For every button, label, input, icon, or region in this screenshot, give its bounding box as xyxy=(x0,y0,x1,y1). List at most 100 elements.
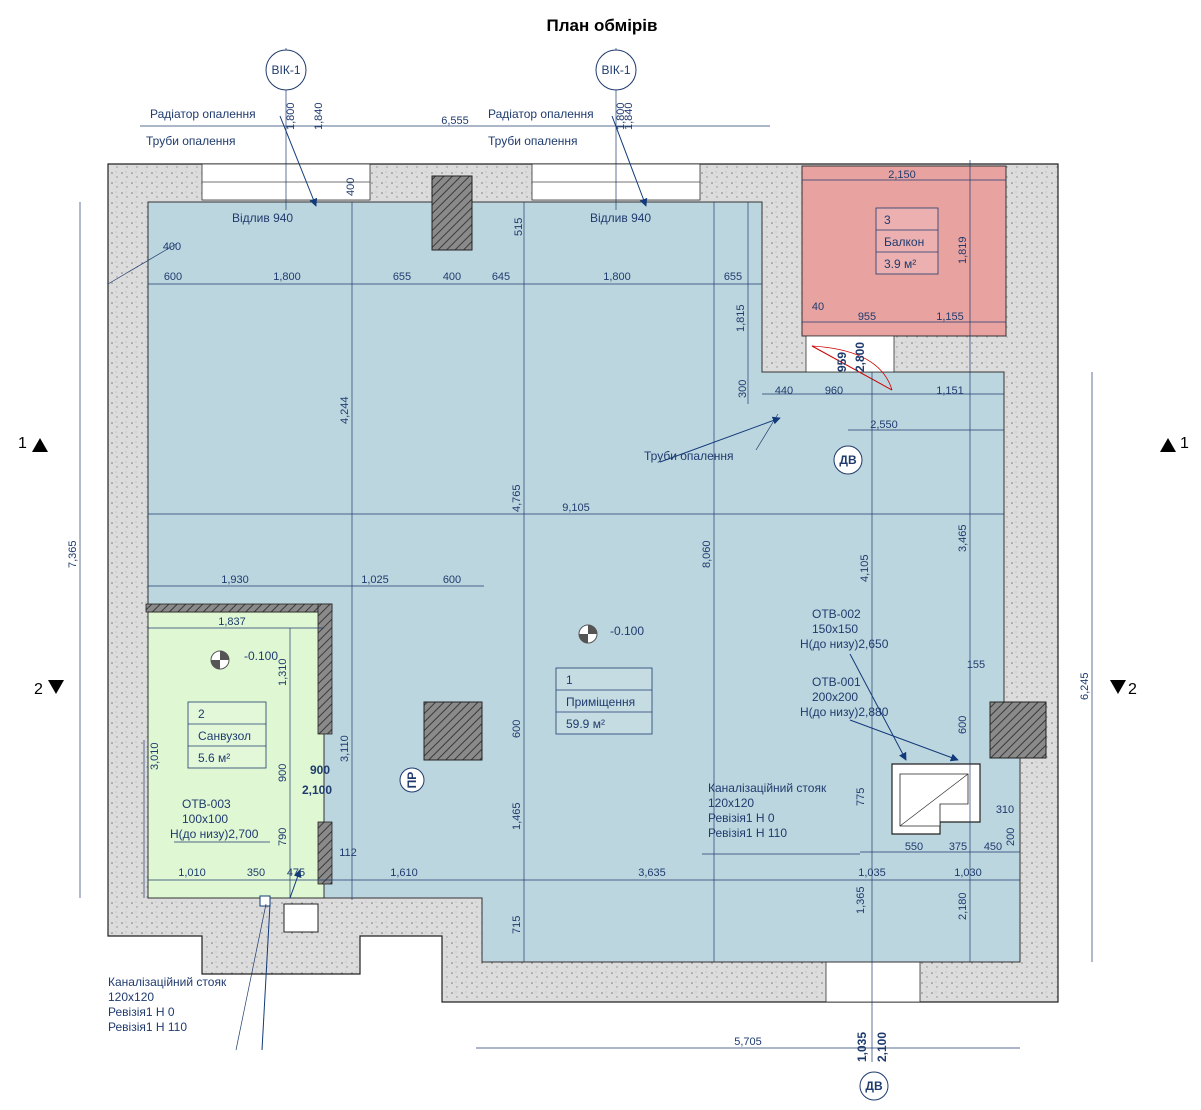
svg-text:2,150: 2,150 xyxy=(888,169,916,181)
door-tag-entry[interactable]: ДВ xyxy=(859,1071,889,1101)
svg-text:4,105: 4,105 xyxy=(859,554,871,582)
svg-text:9,105: 9,105 xyxy=(562,502,590,514)
svg-text:1,465: 1,465 xyxy=(511,802,523,830)
svg-text:155: 155 xyxy=(967,659,985,671)
svg-text:1,930: 1,930 xyxy=(221,574,249,586)
svg-text:40: 40 xyxy=(812,301,824,313)
svg-text:ВІК-1: ВІК-1 xyxy=(272,63,301,77)
opening-tag-pr[interactable]: ПР xyxy=(399,767,425,793)
svg-text:2: 2 xyxy=(198,707,205,721)
svg-text:959: 959 xyxy=(835,352,849,372)
dimension-labels: 6,555 600 1,800 655 400 645 1,800 655 40… xyxy=(67,102,1091,1048)
svg-text:6,245: 6,245 xyxy=(1079,672,1091,700)
svg-text:112: 112 xyxy=(339,847,357,859)
svg-text:6,555: 6,555 xyxy=(441,115,469,127)
svg-text:1,155: 1,155 xyxy=(936,311,964,323)
svg-text:715: 715 xyxy=(511,916,523,934)
svg-text:1,035: 1,035 xyxy=(855,1032,869,1062)
svg-text:H(до низу)2,880: H(до низу)2,880 xyxy=(800,705,889,719)
svg-text:440: 440 xyxy=(775,385,793,397)
level-marker-main: -0.100 xyxy=(578,624,644,644)
svg-text:ОТВ-003: ОТВ-003 xyxy=(182,797,231,811)
svg-text:955: 955 xyxy=(858,311,876,323)
svg-text:Труби опалення: Труби опалення xyxy=(644,449,734,463)
svg-text:1,840: 1,840 xyxy=(313,102,325,130)
svg-text:1,030: 1,030 xyxy=(954,867,982,879)
svg-text:ДВ: ДВ xyxy=(865,1079,883,1093)
svg-text:1: 1 xyxy=(1180,435,1189,452)
annotations: Радіатор опалення Труби опалення Радіато… xyxy=(108,107,889,1062)
svg-text:100x100: 100x100 xyxy=(182,812,228,826)
svg-text:H(до низу)2,650: H(до низу)2,650 xyxy=(800,637,889,651)
svg-text:400: 400 xyxy=(345,178,357,196)
svg-text:350: 350 xyxy=(247,867,265,879)
room-tag-balcony[interactable]: 3 Балкон 3.9 м² xyxy=(875,207,939,275)
svg-text:ДВ: ДВ xyxy=(839,453,857,467)
svg-text:7,365: 7,365 xyxy=(67,540,79,568)
svg-text:5.6 м²: 5.6 м² xyxy=(198,751,230,765)
svg-text:1,800: 1,800 xyxy=(273,271,301,283)
svg-text:600: 600 xyxy=(164,271,182,283)
svg-text:3,110: 3,110 xyxy=(339,735,351,762)
svg-text:2,550: 2,550 xyxy=(870,419,898,431)
svg-text:8,060: 8,060 xyxy=(701,540,713,568)
svg-text:Ревізія1 Н 0: Ревізія1 Н 0 xyxy=(708,811,775,825)
svg-text:1,819: 1,819 xyxy=(957,236,969,264)
svg-text:655: 655 xyxy=(393,271,411,283)
room-tag-bathroom[interactable]: 2 Санвузол 5.6 м² xyxy=(187,701,267,769)
svg-text:1,035: 1,035 xyxy=(858,867,886,879)
room-tag-main[interactable]: 1 Приміщення 59.9 м² xyxy=(555,667,653,735)
svg-text:ОТВ-002: ОТВ-002 xyxy=(812,607,861,621)
window-tag-1[interactable]: ВІК-1 xyxy=(265,49,307,91)
svg-text:3,635: 3,635 xyxy=(638,867,666,879)
svg-text:3,465: 3,465 xyxy=(957,524,969,552)
svg-text:1,840: 1,840 xyxy=(623,102,635,130)
section-markers: 1 1 2 2 xyxy=(18,435,1189,698)
svg-text:1: 1 xyxy=(18,435,27,452)
svg-text:550: 550 xyxy=(905,841,923,853)
svg-text:1,610: 1,610 xyxy=(390,867,418,879)
svg-text:Ревізія1 Н 0: Ревізія1 Н 0 xyxy=(108,1005,175,1019)
svg-text:1: 1 xyxy=(566,673,573,687)
svg-text:ПР: ПР xyxy=(405,772,419,789)
svg-text:900: 900 xyxy=(277,764,289,782)
svg-text:300: 300 xyxy=(737,380,749,398)
svg-text:Радіатор опалення: Радіатор опалення xyxy=(150,107,256,121)
svg-text:1,815: 1,815 xyxy=(735,304,747,332)
svg-text:645: 645 xyxy=(492,271,510,283)
svg-text:1,365: 1,365 xyxy=(855,886,867,914)
svg-text:1,025: 1,025 xyxy=(361,574,389,586)
svg-text:2,800: 2,800 xyxy=(853,342,867,372)
svg-text:Ревізія1 Н 110: Ревізія1 Н 110 xyxy=(708,826,787,840)
svg-text:H(до низу)2,700: H(до низу)2,700 xyxy=(170,827,259,841)
svg-text:1,800: 1,800 xyxy=(285,102,297,130)
svg-text:310: 310 xyxy=(996,804,1014,816)
svg-text:-0.100: -0.100 xyxy=(244,649,278,663)
level-marker-bathroom: -0.100 xyxy=(210,649,278,670)
window-tag-2[interactable]: ВІК-1 xyxy=(595,49,637,91)
svg-text:Відлив 940: Відлив 940 xyxy=(232,211,293,225)
columns xyxy=(423,175,1047,761)
svg-text:Труби опалення: Труби опалення xyxy=(488,134,578,148)
svg-text:475: 475 xyxy=(287,867,305,879)
svg-text:775: 775 xyxy=(855,788,867,806)
svg-text:200x200: 200x200 xyxy=(812,690,858,704)
svg-text:Приміщення: Приміщення xyxy=(566,695,635,709)
svg-text:960: 960 xyxy=(825,385,843,397)
svg-text:5,705: 5,705 xyxy=(734,1036,762,1048)
svg-text:Каналізаційний стояк: Каналізаційний стояк xyxy=(708,781,827,795)
svg-text:3.9 м²: 3.9 м² xyxy=(884,257,916,271)
svg-text:600: 600 xyxy=(511,720,523,738)
svg-text:1,010: 1,010 xyxy=(178,867,206,879)
svg-text:1,310: 1,310 xyxy=(277,658,289,686)
svg-text:Ревізія1 Н 110: Ревізія1 Н 110 xyxy=(108,1020,187,1034)
svg-text:2: 2 xyxy=(1128,681,1137,698)
svg-text:2: 2 xyxy=(34,681,43,698)
svg-text:3: 3 xyxy=(884,213,891,227)
svg-text:200: 200 xyxy=(1005,828,1017,846)
leader-arrows xyxy=(261,115,959,1051)
svg-text:Радіатор опалення: Радіатор опалення xyxy=(488,107,594,121)
door-tag-balcony[interactable]: ДВ xyxy=(833,445,863,475)
svg-text:4,765: 4,765 xyxy=(511,484,523,512)
svg-text:2,100: 2,100 xyxy=(875,1032,889,1062)
